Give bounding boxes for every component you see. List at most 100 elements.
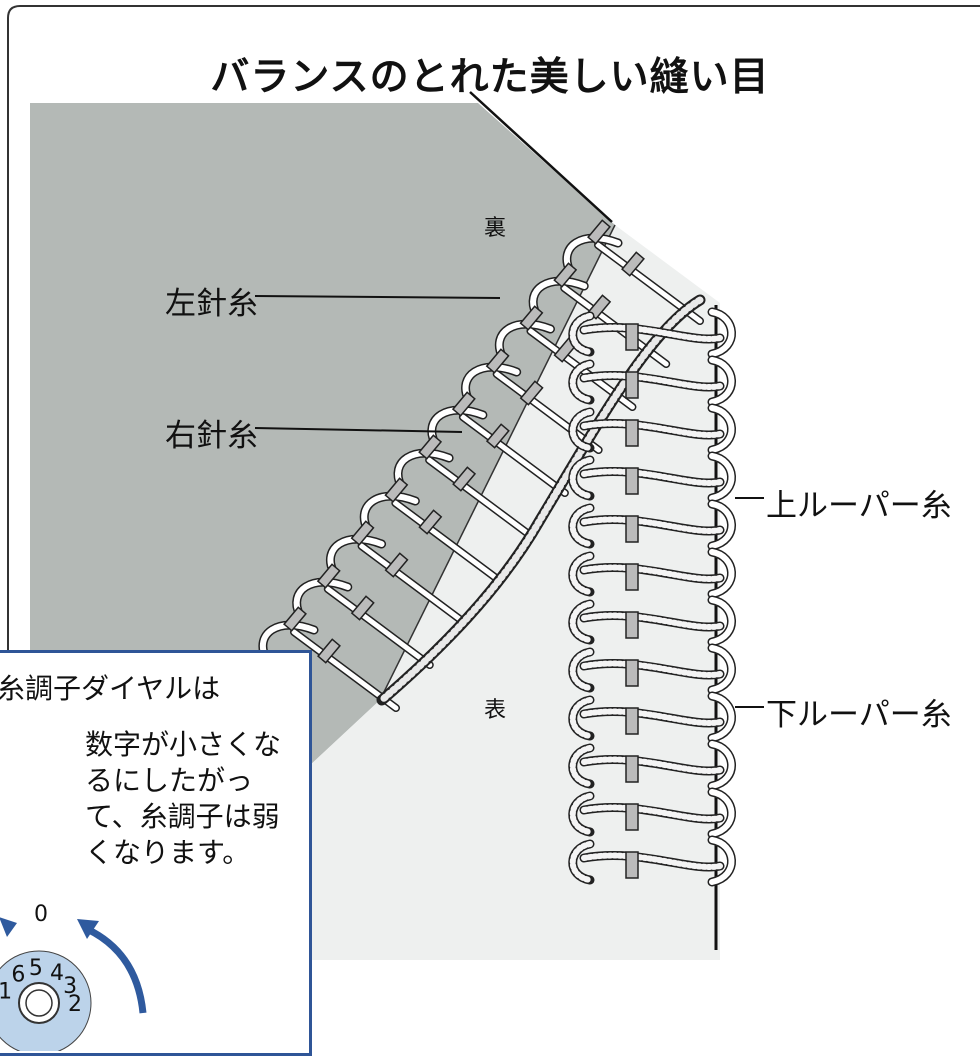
info-box-text: 数字が小さくなるにしたがって、糸調子は弱くなります。 <box>85 728 282 869</box>
needle-stitch-front <box>625 323 639 351</box>
left-needle-stitch <box>553 262 578 288</box>
left-needle-stitch <box>283 606 307 632</box>
right-needle-stitch <box>384 552 409 578</box>
left-needle-stitch <box>316 563 341 589</box>
lower-looper-strand-fill <box>581 660 723 678</box>
lower-looper-loop-fill <box>569 841 593 883</box>
lower-looper-strand-fill <box>581 708 723 726</box>
needle-stitch-front <box>625 659 639 687</box>
front-fabric <box>30 225 720 1026</box>
right-needle-stitch <box>485 423 510 449</box>
lower-looper-thread-label: 下ルーパー糸 <box>766 697 952 733</box>
upper-looper-strand-fill <box>426 457 534 539</box>
left-needle-thread-label: 左針糸 <box>165 286 258 322</box>
back-side-label: 裏 <box>484 216 507 241</box>
right-needle-stitch <box>350 595 375 621</box>
upper-looper-edge-loop-fill <box>709 741 735 789</box>
lower-looper-loop-fill <box>569 361 593 403</box>
dial-zero-mark: 0 <box>34 902 48 927</box>
lower-looper-loop-fill <box>569 793 593 835</box>
upper-looper-strand-fill <box>359 543 467 625</box>
right-needle-thread-label: 右針糸 <box>165 418 258 454</box>
needle-stitch-front <box>625 755 639 783</box>
upper-looper-edge-loop-fill <box>709 309 735 357</box>
upper-looper-edge-loop-fill <box>709 405 735 453</box>
panel-frame <box>7 5 980 1026</box>
diagram-title: バランスのとれた美しい縫い目 <box>210 55 770 100</box>
needle-stitch-front <box>625 851 639 879</box>
lower-looper-loop-fill <box>569 457 593 499</box>
left-needle-stitch <box>451 391 476 417</box>
upper-looper-strand-fill <box>325 586 433 668</box>
needle-stitch-front <box>625 611 639 639</box>
right-needle-stitch <box>317 638 341 664</box>
dial-number: 5 <box>29 956 43 981</box>
left-needle-stitch <box>384 477 409 503</box>
decrease-arrow-head-icon <box>0 917 17 937</box>
needle-stitch-front <box>625 371 639 399</box>
lower-looper-loop-fill <box>569 553 593 595</box>
upper-looper-edge-loop-fill <box>709 837 735 885</box>
upper-looper-edge-loop-fill <box>709 357 735 405</box>
upper-looper-loops <box>258 219 706 712</box>
right-needle-stitch <box>519 380 544 406</box>
right-needle-leader <box>254 427 463 433</box>
lower-looper-strand-fill <box>581 420 723 438</box>
left-needle-stitch <box>587 219 611 245</box>
title-leader <box>469 91 613 223</box>
lower-looper-strand-fill <box>581 372 723 390</box>
upper-looper-strand-fill <box>392 500 500 582</box>
serger-stitch-diagram: バランスのとれた美しい縫い目 左針糸 右針糸 上ルーパー糸 下ルーパー糸 裏 表… <box>0 5 980 1056</box>
needle-stitch-front <box>625 707 639 735</box>
left-needle-leader <box>254 295 501 299</box>
front-side-label: 表 <box>484 698 507 723</box>
dial-number: 3 <box>63 974 77 999</box>
upper-looper-edge-loop-fill <box>709 693 735 741</box>
dial-number: 4 <box>50 961 64 986</box>
upper-looper-edge-loop-fill <box>709 789 735 837</box>
upper-looper-strand-fill <box>460 414 568 496</box>
dial-number: 6 <box>11 963 25 988</box>
needle-stitch-front <box>625 419 639 447</box>
lower-looper-strand-fill <box>581 516 723 534</box>
lower-looper-loop-fill <box>569 745 593 787</box>
upper-looper-edge-loop-fill <box>709 597 735 645</box>
edge-thread-fill <box>378 296 704 704</box>
right-needle-stitch <box>621 251 645 277</box>
upper-looper-strand-fill <box>494 371 602 453</box>
upper-looper-thread-label: 上ルーパー糸 <box>766 488 952 524</box>
lower-looper-loop-fill <box>569 649 593 691</box>
dial-number: 2 <box>68 992 82 1017</box>
lower-looper-strand-fill <box>581 468 723 486</box>
lower-looper-loops <box>568 307 736 887</box>
lower-looper-strand-fill <box>581 804 723 822</box>
right-needle-stitch <box>452 466 477 492</box>
increase-arrow-icon <box>85 925 147 1014</box>
upper-looper-edge-loop-fill <box>709 645 735 693</box>
lower-looper-loop-fill <box>569 313 593 355</box>
lower-looper-loop-fill <box>569 505 593 547</box>
lower-looper-strand-fill <box>581 756 723 774</box>
fold-line <box>379 224 616 701</box>
upper-looper-edge-loop-fill <box>709 549 735 597</box>
lower-looper-strand-fill <box>581 612 723 630</box>
info-box-heading: 糸調子ダイヤルは <box>0 672 221 705</box>
lower-looper-loop-fill <box>569 601 593 643</box>
lower-looper-loop-fill <box>569 697 593 739</box>
lower-looper-strand-fill <box>581 324 723 342</box>
needle-stitch-front <box>625 467 639 495</box>
left-needle-stitch <box>350 520 375 546</box>
needle-stitch-front <box>625 515 639 543</box>
left-needle-stitch <box>519 305 544 331</box>
increase-arrow-head-icon <box>77 919 99 939</box>
upper-looper-edge-loop-fill <box>709 501 735 549</box>
right-needle-stitch <box>418 509 443 535</box>
needle-stitch-front <box>625 563 639 591</box>
left-needle-stitch <box>418 434 443 460</box>
needle-stitch-front <box>625 803 639 831</box>
upper-looper-edge-loop-fill <box>709 453 735 501</box>
left-needle-stitch <box>485 348 510 374</box>
